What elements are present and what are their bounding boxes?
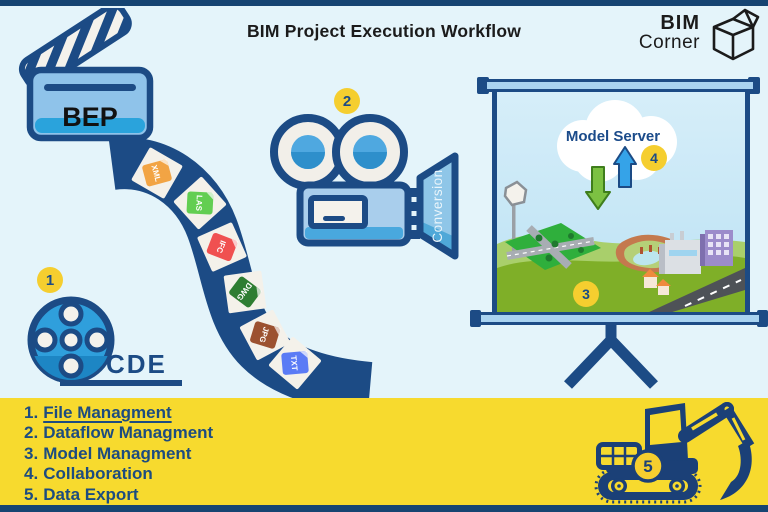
movie-camera-icon: Conversion [270, 114, 459, 260]
workflow-checklist: 1.File Managment 2.Dataflow Managment 3.… [24, 403, 213, 505]
step-2-badge: 2 [334, 88, 360, 114]
screen-tripod [564, 323, 658, 389]
screen-bottom-cap-right [757, 310, 768, 327]
bep-label: BEP [62, 102, 118, 132]
checklist-item: 5.Data Export [24, 484, 139, 504]
step-3-badge: 3 [573, 281, 599, 307]
film-frame-ifc: IFC [197, 222, 247, 272]
film-frame-xml: XML [131, 147, 183, 199]
film-leader-strip [60, 380, 182, 386]
step-1-badge: 1 [37, 267, 63, 293]
top-border-bar [0, 0, 768, 6]
step-4-badge: 4 [641, 145, 667, 171]
file-format-label: LAS [194, 195, 204, 212]
svg-text:4: 4 [650, 150, 658, 166]
checklist-item: 1.File Managment [24, 403, 172, 422]
download-arrow-icon [585, 166, 611, 210]
conversion-label: Conversion [430, 169, 445, 242]
step-5-badge: 5 [631, 449, 665, 483]
checklist-item: 4.Collaboration [24, 464, 153, 484]
film-frame-jpg: JPG [240, 310, 290, 360]
checklist-item: 3.Model Managment [24, 443, 192, 463]
film-frame-txt: TXT [269, 337, 321, 389]
park-block [505, 223, 601, 270]
file-format-label: JPG [257, 326, 270, 344]
screen-bottom-cap-left [470, 310, 481, 327]
film-frame-las: LAS [173, 176, 227, 230]
page-title: BIM Project Execution Workflow [246, 21, 522, 41]
film-reel-icon [27, 296, 115, 384]
checklist-item: 2.Dataflow Managment [24, 423, 214, 443]
file-format-label: XML [150, 164, 163, 183]
svg-text:3: 3 [582, 286, 590, 302]
projection-screen-icon: Model Server 4 3 [497, 92, 745, 313]
cde-label: CDE [106, 349, 167, 379]
brand-name: BIM [660, 12, 700, 34]
file-format-label: IFC [214, 239, 227, 254]
bottom-border-bar [0, 505, 768, 512]
brand-logo: BIM Corner [610, 13, 700, 53]
screen-bottom-bar [478, 312, 762, 325]
film-frame-dwg: DWG [223, 270, 267, 314]
brand-sub: Corner [638, 32, 700, 54]
buildings-block [642, 230, 745, 313]
screen-top-bar [484, 79, 756, 92]
svg-text:5: 5 [643, 457, 652, 476]
open-box-icon [712, 8, 760, 61]
excavator-icon: 5 [594, 402, 755, 504]
upload-arrow-icon [613, 146, 637, 188]
file-format-label: TXT [289, 355, 299, 371]
streetlight-icon [503, 180, 528, 254]
screen-frame-right [745, 92, 750, 313]
cloud-label: Model Server [566, 128, 660, 145]
screen-frame-left [492, 92, 497, 313]
film-strip-icon: XML LAS IFC DWG [108, 138, 373, 408]
clapperboard-icon: BEP [18, 8, 154, 142]
